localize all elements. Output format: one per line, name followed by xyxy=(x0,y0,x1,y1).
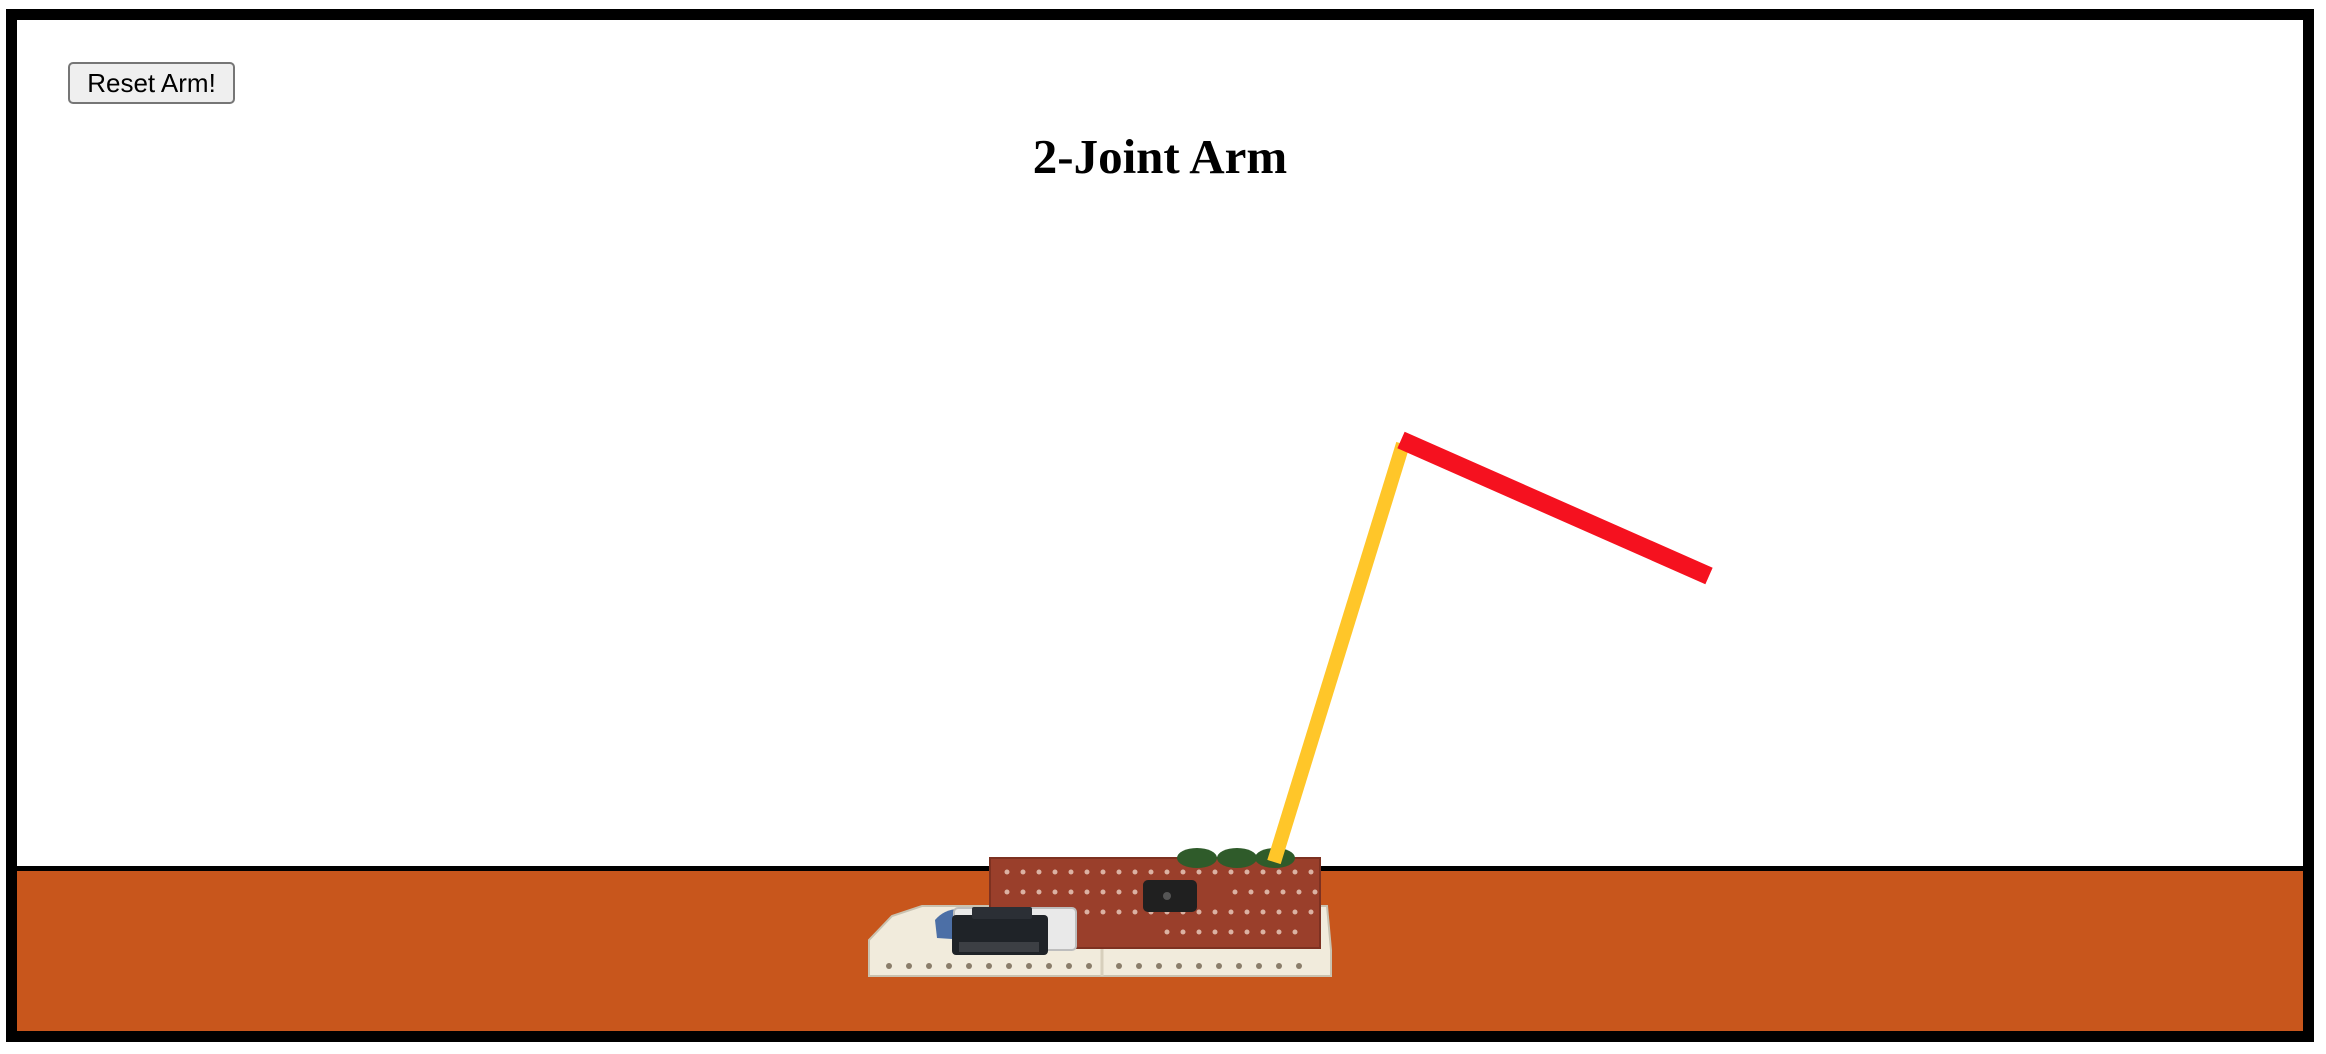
page-title: 2-Joint Arm xyxy=(1032,129,1288,184)
arm-scene xyxy=(868,431,1713,977)
upper-arm-link[interactable] xyxy=(1267,441,1410,865)
canvas-frame: Reset Arm! 2-Joint Arm xyxy=(6,9,2314,1042)
robot-base xyxy=(868,848,1332,977)
reset-arm-button[interactable]: Reset Arm! xyxy=(68,62,235,104)
forearm-link[interactable] xyxy=(1397,431,1713,585)
